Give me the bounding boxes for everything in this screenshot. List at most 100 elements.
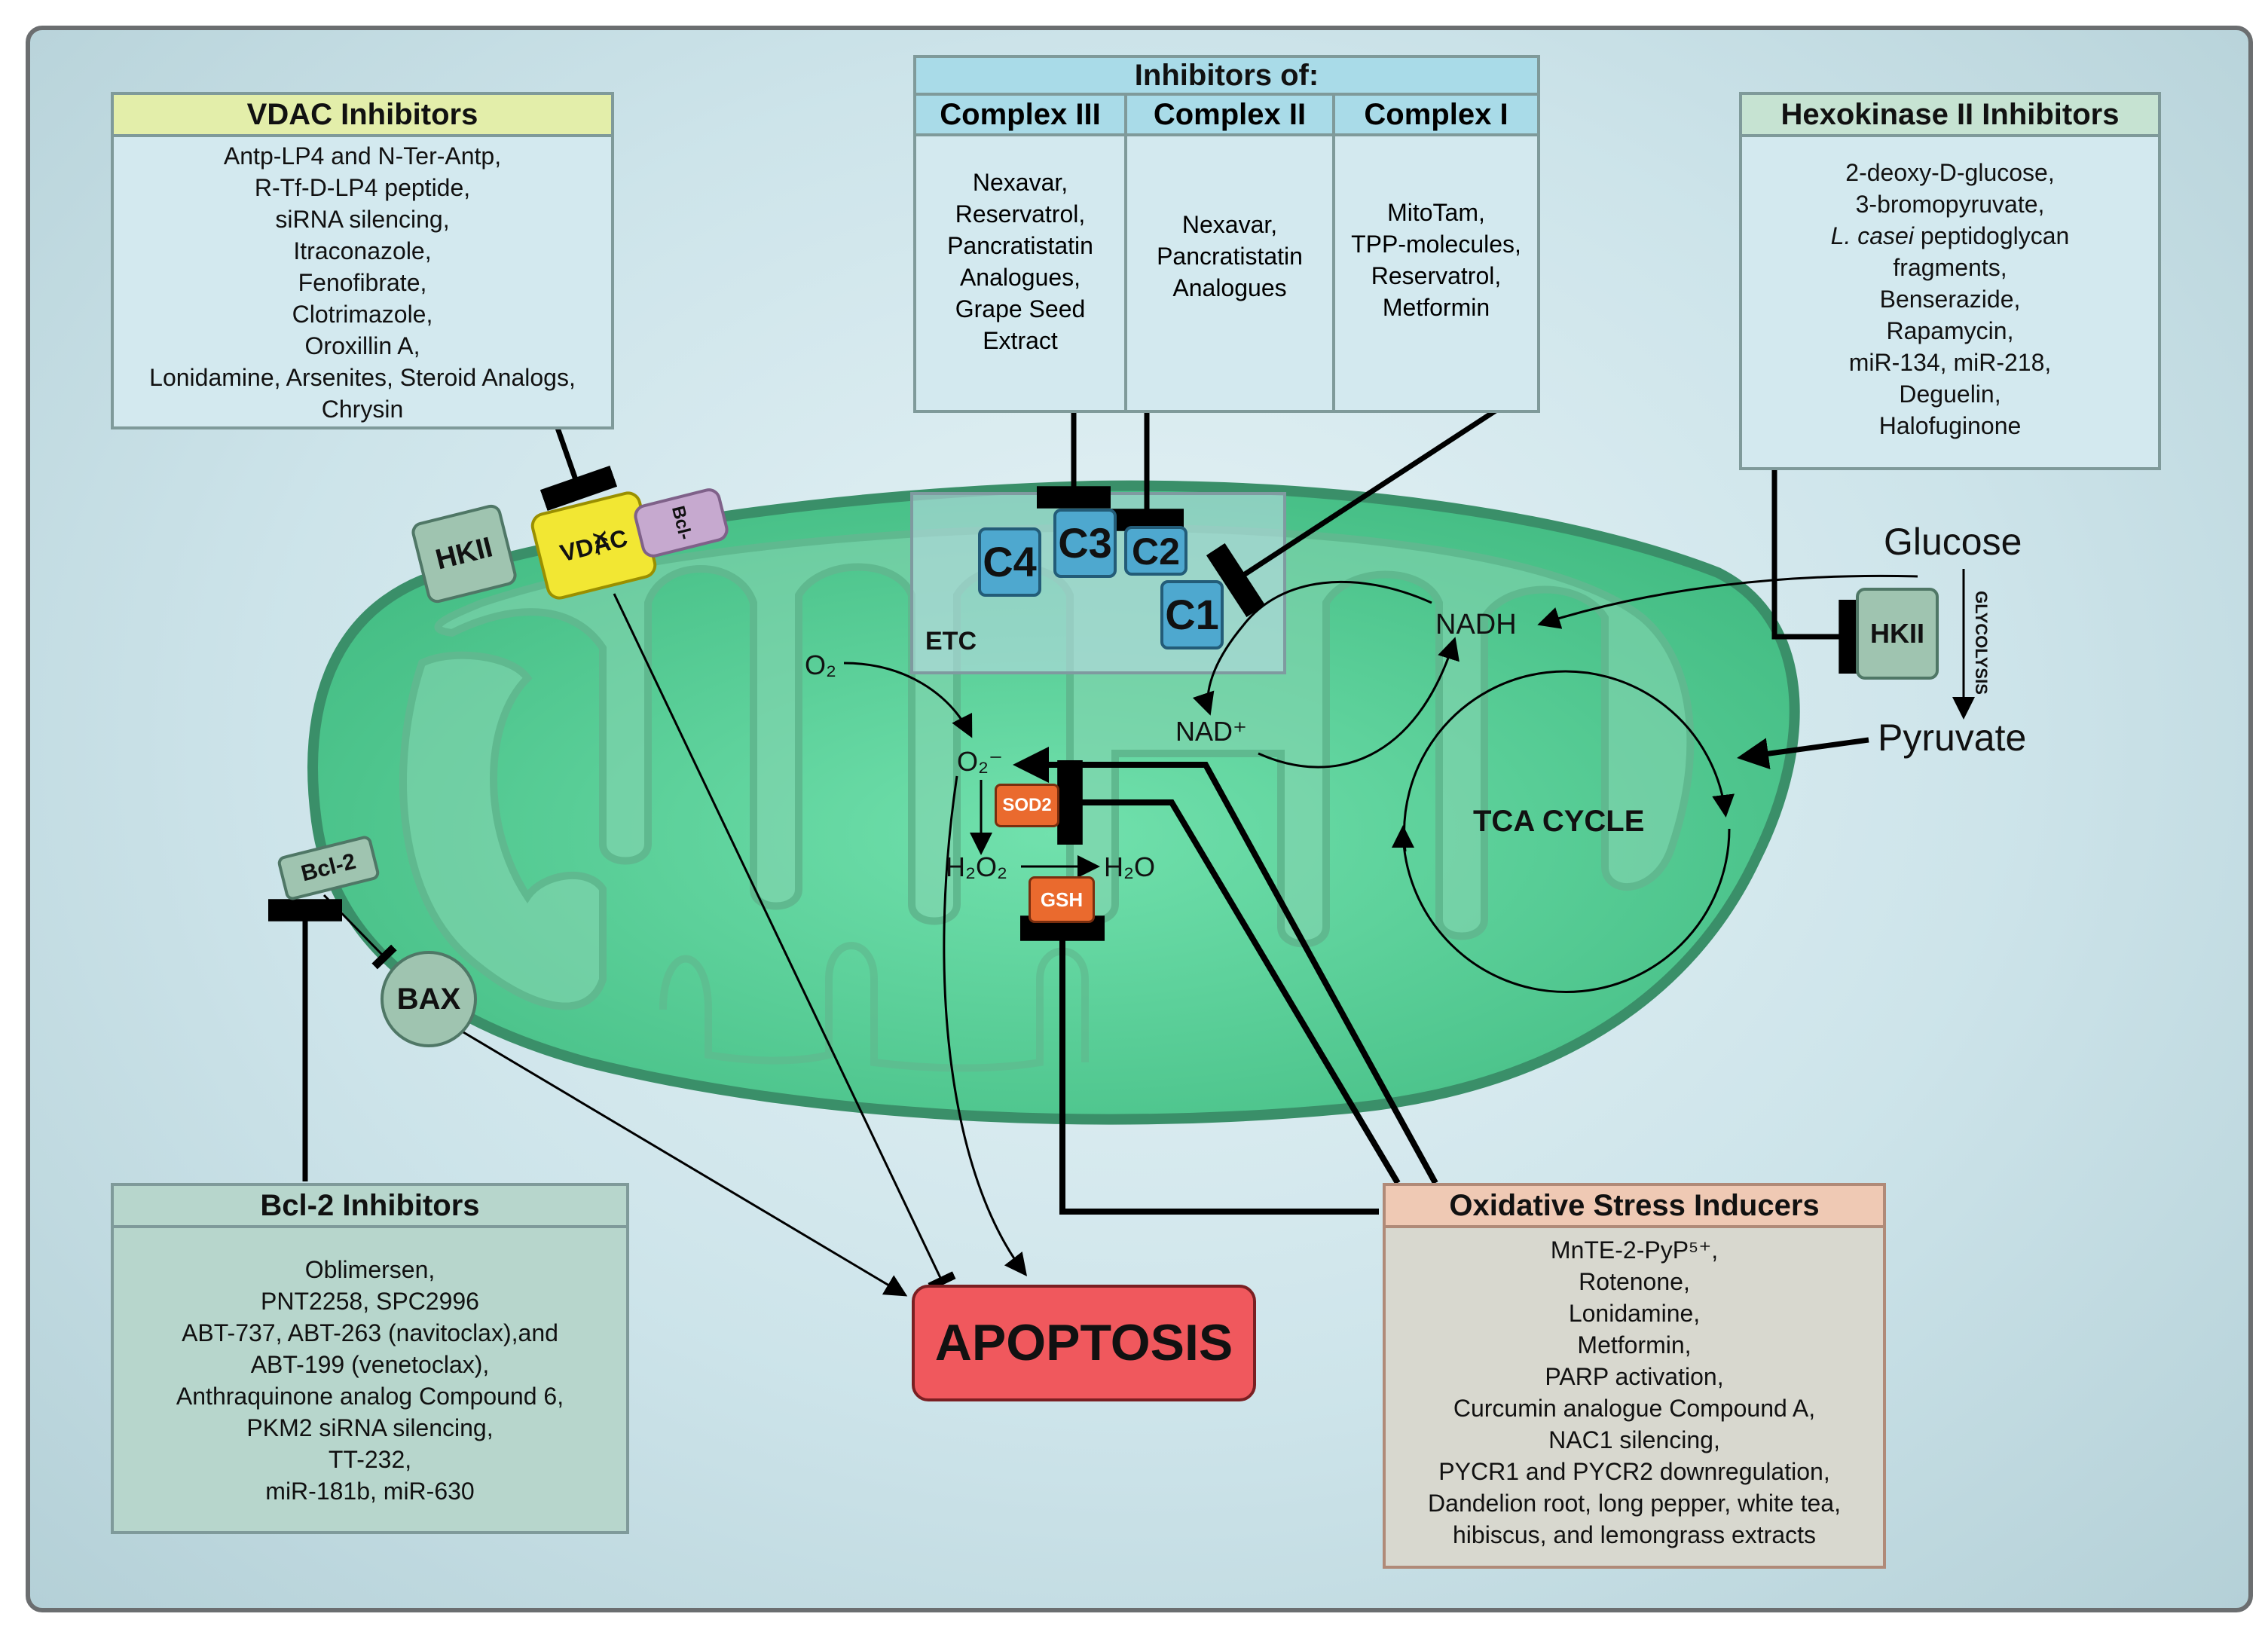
list-item: Analogues, bbox=[959, 264, 1081, 291]
list-item: Anthraquinone analog Compound 6, bbox=[176, 1383, 564, 1410]
list-item: Lonidamine, Arsenites, Steroid Analogs, bbox=[149, 364, 576, 391]
hk2-inhibition-line bbox=[1771, 469, 1861, 674]
list-item: Deguelin, bbox=[1899, 381, 2001, 408]
glucose-nadh-arrow bbox=[1537, 574, 1918, 629]
complex-c1: C1 bbox=[1160, 580, 1224, 649]
list-item: Grape Seed bbox=[955, 295, 1086, 322]
gsh-enzyme: GSH bbox=[1029, 876, 1095, 923]
superoxide-label: O₂⁻ bbox=[957, 746, 1003, 777]
list-item: Lonidamine, bbox=[1568, 1300, 1701, 1327]
list-item: siRNA silencing, bbox=[275, 206, 450, 233]
list-item: Rapamycin, bbox=[1886, 317, 2014, 344]
vdac-inhibitors-box: VDAC Inhibitors Antp-LP4 and N-Ter-Antp,… bbox=[111, 92, 614, 429]
glucose-label: Glucose bbox=[1884, 521, 2022, 563]
list-item: miR-134, miR-218, bbox=[1848, 349, 2052, 376]
oxidative-inducers-list: MnTE-2-PyP⁵⁺, Rotenone, Lonidamine, Metf… bbox=[1386, 1234, 1883, 1566]
list-item: Oblimersen, bbox=[304, 1256, 436, 1283]
list-item: ABT-737, ABT-263 (navitoclax),and bbox=[182, 1319, 558, 1346]
list-item: Metformin bbox=[1382, 294, 1490, 321]
o2-superoxide-arrow bbox=[843, 662, 973, 738]
list-item: PYCR1 and PYCR2 downregulation, bbox=[1438, 1458, 1830, 1485]
list-item: NAC1 silencing, bbox=[1548, 1426, 1720, 1453]
complex1-inhibition-line bbox=[1206, 408, 1497, 618]
list-item: TT-232, bbox=[328, 1446, 412, 1473]
bcl2-inhibitors-list: Oblimersen, PNT2258, SPC2996 ABT-737, AB… bbox=[114, 1254, 626, 1531]
hk2-inhibitors-list: 2-deoxy-D-glucose, 3-bromopyruvate, L. c… bbox=[1742, 157, 2158, 467]
tca-cycle-circle bbox=[1403, 670, 1735, 852]
list-item: MitoTam, bbox=[1387, 199, 1485, 226]
nadh-label: NADH bbox=[1435, 609, 1517, 640]
complex3-column: Complex III Nexavar, Reservatrol, Pancra… bbox=[916, 96, 1127, 410]
list-item: Clotrimazole, bbox=[292, 301, 433, 328]
list-item: Reservatrol, bbox=[955, 200, 1086, 228]
oxidative-gsh-inhibition bbox=[1020, 915, 1379, 1215]
bax-apoptosis-arrow bbox=[463, 1031, 908, 1297]
list-item: Rotenone, bbox=[1579, 1268, 1690, 1295]
list-item: Nexavar, bbox=[972, 169, 1068, 196]
hkii-cytosol-enzyme: HKII bbox=[1856, 588, 1939, 680]
list-item: Curcumin analogue Compound A, bbox=[1453, 1395, 1816, 1422]
superoxide-apoptosis-arrow bbox=[943, 775, 1028, 1276]
etc-inhibitors-box: Inhibitors of: Complex III Nexavar, Rese… bbox=[913, 55, 1540, 413]
complex1-column: Complex I MitoTam, TPP-molecules, Reserv… bbox=[1335, 96, 1537, 410]
list-item: ABT-199 (venetoclax), bbox=[250, 1351, 490, 1378]
vdac-inhibitors-title: VDAC Inhibitors bbox=[114, 95, 611, 137]
tca-cycle-lower bbox=[1392, 825, 1731, 993]
oxidative-sod2-inhibition bbox=[1057, 760, 1401, 1185]
complex2-column: Complex II Nexavar, Pancratistatin Analo… bbox=[1127, 96, 1335, 410]
list-item: miR-181b, miR-630 bbox=[265, 1478, 475, 1505]
list-item: PNT2258, SPC2996 bbox=[261, 1288, 479, 1315]
tca-cycle-label: TCA CYCLE bbox=[1473, 805, 1645, 838]
bcl2-inhibitors-title: Bcl-2 Inhibitors bbox=[114, 1186, 626, 1228]
list-item: Chrysin bbox=[321, 396, 404, 423]
oxidative-inducers-box: Oxidative Stress Inducers MnTE-2-PyP⁵⁺, … bbox=[1383, 1183, 1886, 1569]
etc-inhibitors-title: Inhibitors of: bbox=[916, 58, 1537, 96]
list-item: PKM2 siRNA silencing, bbox=[246, 1414, 494, 1441]
list-item: Metformin, bbox=[1577, 1331, 1692, 1359]
list-item: MnTE-2-PyP⁵⁺, bbox=[1550, 1236, 1719, 1264]
list-item: Extract bbox=[983, 327, 1058, 354]
h2o2-label: H₂O₂ bbox=[946, 851, 1007, 882]
list-item: L. casei peptidoglycan bbox=[1830, 222, 2070, 249]
mitochondrion-lower-cristae bbox=[659, 942, 1089, 1072]
list-item: Pancratistatin bbox=[947, 232, 1093, 259]
list-item: 2-deoxy-D-glucose, bbox=[1845, 159, 2055, 186]
list-item: PARP activation, bbox=[1545, 1363, 1724, 1390]
list-item: Antp-LP4 and N-Ter-Antp, bbox=[223, 142, 502, 170]
complex3-header: Complex III bbox=[916, 96, 1124, 136]
bcl2-inhibitors-box: Bcl-2 Inhibitors Oblimersen, PNT2258, SP… bbox=[111, 1183, 629, 1534]
list-item: 3-bromopyruvate, bbox=[1855, 191, 2045, 218]
vdac-inhibitors-list: Antp-LP4 and N-Ter-Antp, R-Tf-D-LP4 pept… bbox=[114, 140, 611, 426]
nad-nadh-arrow bbox=[1258, 637, 1460, 769]
list-item: Halofuginone bbox=[1878, 412, 2022, 439]
apoptosis-box: APOPTOSIS bbox=[912, 1285, 1256, 1401]
sod2-enzyme: SOD2 bbox=[995, 784, 1059, 827]
h2o-label: H₂O bbox=[1104, 851, 1155, 882]
bcl2-bax-inhibition bbox=[322, 894, 397, 970]
list-item: Fenofibrate, bbox=[298, 269, 427, 296]
list-item: Analogues bbox=[1172, 274, 1287, 301]
etc-label: ETC bbox=[925, 627, 977, 656]
oxidative-inducers-title: Oxidative Stress Inducers bbox=[1386, 1186, 1883, 1228]
oxygen-label: O₂ bbox=[805, 649, 836, 680]
nad-label: NAD⁺ bbox=[1175, 716, 1248, 747]
list-item: Dandelion root, long pepper, white tea, bbox=[1428, 1490, 1841, 1517]
glycolysis-label: GLYCOLYSIS bbox=[1971, 591, 1991, 695]
list-item: fragments, bbox=[1893, 254, 2007, 281]
pyruvate-tca-arrow bbox=[1737, 737, 1869, 770]
list-item: Benserazide, bbox=[1879, 286, 2021, 313]
nadh-nad-arrow bbox=[1192, 580, 1432, 716]
complex-c2: C2 bbox=[1124, 526, 1187, 576]
list-item: Pancratistatin bbox=[1157, 243, 1303, 270]
complex-c4: C4 bbox=[978, 527, 1041, 597]
list-item: TPP-molecules, bbox=[1351, 231, 1521, 258]
bax-protein: BAX bbox=[381, 951, 477, 1047]
list-item: Oroxillin A, bbox=[304, 332, 420, 359]
vdac-apoptosis-line bbox=[613, 593, 956, 1291]
vdac-inhibition-line bbox=[539, 426, 618, 512]
list-item: hibiscus, and lemongrass extracts bbox=[1453, 1521, 1816, 1548]
complex-c3: C3 bbox=[1053, 509, 1117, 578]
complex1-header: Complex I bbox=[1335, 96, 1537, 136]
hk2-inhibitors-title: Hexokinase II Inhibitors bbox=[1742, 95, 2158, 137]
list-item: R-Tf-D-LP4 peptide, bbox=[254, 174, 471, 201]
